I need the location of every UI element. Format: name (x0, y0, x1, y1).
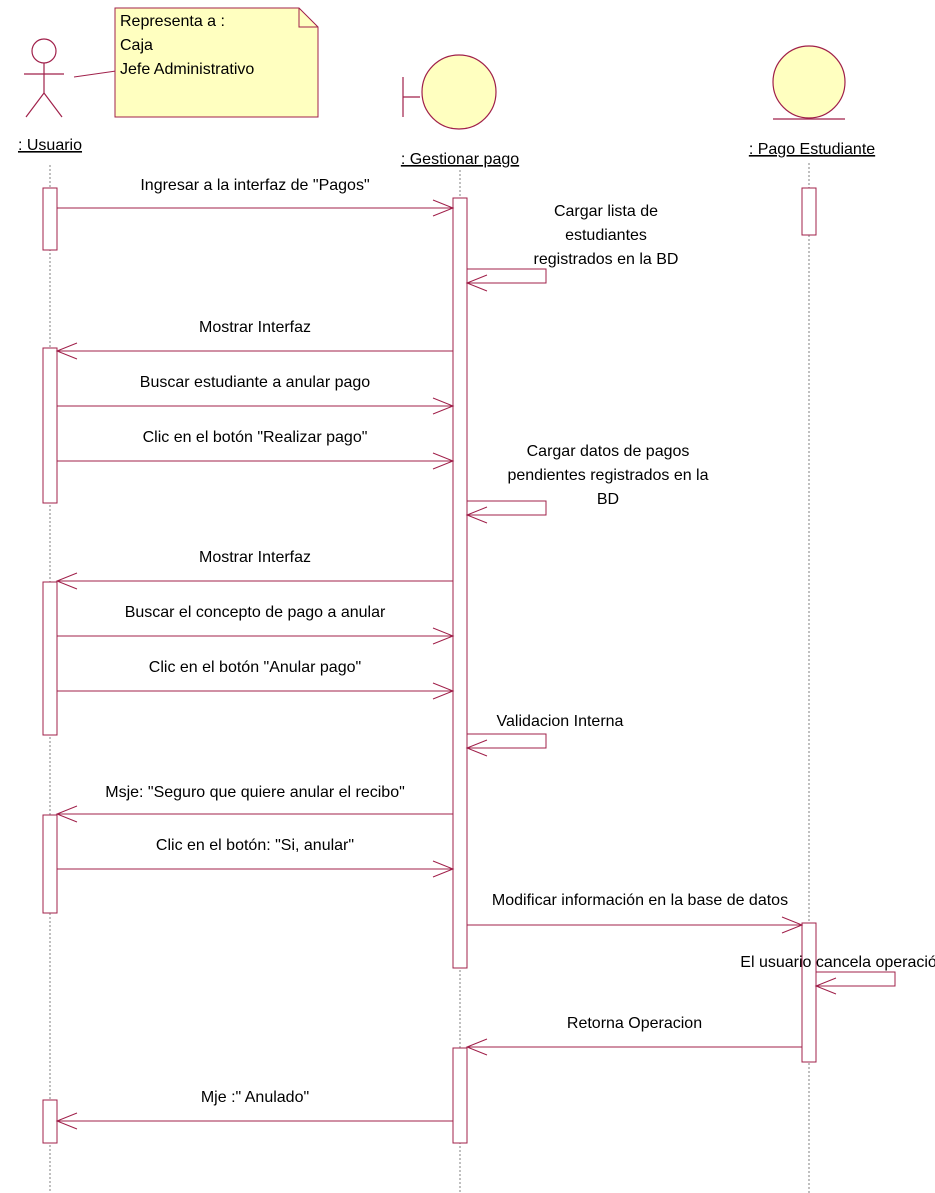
activation-box-1 (42, 347, 58, 504)
note-fold (298, 8, 318, 28)
message-arrowhead (465, 1038, 488, 1056)
message-arrowhead (432, 627, 455, 645)
message-label-line: registrados en la BD (534, 251, 679, 268)
message-14: Retorna Operacion (465, 1015, 802, 1056)
message-8: Clic en el botón "Anular pago" (57, 659, 455, 700)
message-arrowhead (55, 342, 78, 360)
activation-box-0 (42, 187, 58, 251)
activation-box-3 (42, 814, 58, 914)
message-label-line: Cargar lista de (554, 203, 658, 220)
message-5: Cargar datos de pagos pendientes registra… (465, 443, 709, 524)
message-arrowhead (55, 572, 78, 590)
message-arrowhead (432, 682, 455, 700)
message-label-line: Clic en el botón "Anular pago" (149, 659, 361, 676)
activation-box-7 (801, 187, 817, 236)
message-0: Ingresar a la interfaz de "Pagos" (57, 177, 455, 217)
message-15: Mje :" Anulado" (55, 1089, 453, 1130)
lifeline-label-pago-estudiante: : Pago Estudiante (749, 141, 875, 158)
message-arrowhead (432, 199, 455, 217)
message-self-loop (816, 971, 896, 987)
message-label-line: Clic en el botón: "Si, anular" (156, 837, 354, 854)
message-label-line: El usuario cancela operación (740, 954, 935, 971)
message-6: Mostrar Interfaz (55, 549, 453, 590)
message-arrowhead (55, 1112, 78, 1130)
message-label-line: Cargar datos de pagos (527, 443, 690, 460)
note: Representa a : Caja Jefe Administrativo (73, 7, 319, 118)
message-label-line: Mje :" Anulado" (201, 1089, 309, 1106)
message-arrowhead (781, 916, 804, 934)
message-4: Clic en el botón "Realizar pago" (57, 429, 455, 470)
message-12: Modificar información en la base de dato… (467, 892, 804, 934)
entity-icon (772, 45, 846, 120)
message-label-line: Validacion Interna (497, 713, 624, 730)
activation-box-2 (42, 581, 58, 736)
message-self-loop (467, 500, 547, 516)
note-anchor-line (73, 70, 117, 78)
activation-box-4 (42, 1099, 58, 1144)
note-box (114, 7, 319, 118)
message-arrowhead (814, 977, 837, 995)
lifeline-label-usuario: : Usuario (18, 137, 82, 154)
messages-layer: Ingresar a la interfaz de "Pagos" Cargar … (55, 177, 935, 1130)
message-arrowhead (432, 397, 455, 415)
message-label-line: Msje: "Seguro que quiere anular el recib… (105, 784, 405, 801)
activations-layer (42, 187, 817, 1144)
activation-box-5 (452, 197, 468, 969)
message-label-line: BD (597, 491, 619, 508)
message-arrowhead (432, 452, 455, 470)
message-2: Mostrar Interfaz (55, 319, 453, 360)
message-label-line: Clic en el botón "Realizar pago" (143, 429, 368, 446)
activation-box-6 (452, 1047, 468, 1144)
message-arrowhead (432, 860, 455, 878)
lifeline-label-gestionar-pago: : Gestionar pago (401, 151, 519, 168)
message-label-line: Buscar estudiante a anular pago (140, 374, 370, 391)
activation-box-8 (801, 922, 817, 1063)
note-line-2: Caja (120, 37, 153, 54)
message-1: Cargar lista de estudiantes registrados en… (465, 203, 679, 292)
message-11: Clic en el botón: "Si, anular" (57, 837, 455, 878)
lifelines-layer (49, 163, 810, 1193)
message-9: Validacion Interna (465, 713, 624, 757)
message-7: Buscar el concepto de pago a anular (57, 604, 455, 645)
message-arrowhead (55, 805, 78, 823)
message-label-line: pendientes registrados en la (507, 467, 708, 484)
message-self-loop (467, 733, 547, 749)
message-label-line: Ingresar a la interfaz de "Pagos" (140, 177, 369, 194)
boundary-icon (402, 54, 497, 130)
message-10: Msje: "Seguro que quiere anular el recib… (55, 784, 453, 823)
message-arrowhead (465, 506, 488, 524)
note-line-3: Jefe Administrativo (120, 61, 254, 78)
actor-icon (24, 38, 64, 118)
message-self-loop (467, 268, 547, 284)
message-label-line: Retorna Operacion (567, 1015, 702, 1032)
message-label-line: Mostrar Interfaz (199, 549, 311, 566)
message-label-line: Buscar el concepto de pago a anular (125, 604, 386, 621)
message-arrowhead (465, 274, 488, 292)
message-arrowhead (465, 739, 488, 757)
message-label-line: estudiantes (565, 227, 647, 244)
message-label-line: Mostrar Interfaz (199, 319, 311, 336)
message-label-line: Modificar información en la base de dato… (492, 892, 788, 909)
note-line-1: Representa a : (120, 13, 225, 30)
message-3: Buscar estudiante a anular pago (57, 374, 455, 415)
message-13: El usuario cancela operación (740, 954, 935, 995)
